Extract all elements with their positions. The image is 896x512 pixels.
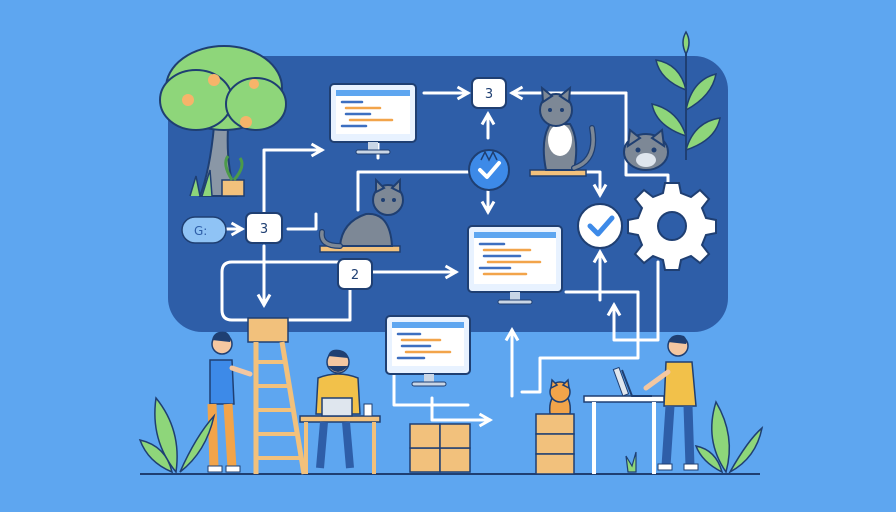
arrow-bottom-loop [392, 370, 470, 407]
monitor-top [329, 83, 417, 155]
arrow-right-monitor-loop [520, 290, 640, 394]
ladder [253, 341, 307, 475]
box-stack-right [535, 413, 575, 475]
person-on-ladder [207, 331, 253, 473]
node-top-label: 3 [485, 87, 493, 102]
desk-right [583, 366, 665, 474]
pill-label: G: [194, 224, 207, 238]
cat-top-sitting [529, 85, 597, 177]
tree [159, 45, 287, 197]
plant-top-right [651, 30, 721, 160]
arrow-cat-loop [356, 170, 480, 212]
cat-orange [548, 378, 572, 415]
node-left[interactable]: 3 [245, 212, 283, 244]
gear-icon [627, 182, 717, 271]
arrow-node-right [286, 212, 318, 231]
arrow-gear-loop [606, 260, 660, 342]
arrow-box-loop [430, 396, 494, 428]
arrow-left-into-monitor [262, 142, 326, 217]
node-left-label: 3 [260, 222, 268, 237]
arrow-loop-left [220, 260, 354, 322]
monitor-bottom [385, 315, 471, 387]
person-at-laptop [315, 349, 361, 469]
plant-bottom-right [694, 400, 764, 474]
plant-bottom-left [138, 396, 216, 474]
cat-head-right [623, 128, 669, 171]
flow-arrows [216, 85, 670, 428]
box-stack-center [409, 423, 471, 473]
potted-plant [189, 155, 245, 197]
input-pill[interactable]: G: [181, 216, 227, 244]
check-badge-right-icon [577, 203, 623, 249]
person-standing-right [643, 334, 699, 471]
node-top[interactable]: 3 [471, 77, 507, 109]
arrow-top-down [624, 91, 670, 190]
sprout-small [625, 451, 637, 473]
monitor-middle [467, 225, 563, 305]
cat-lying [318, 177, 404, 253]
node-middle[interactable]: 2 [337, 258, 373, 290]
node-middle-label: 2 [351, 268, 359, 283]
check-badge-top-icon [468, 149, 510, 191]
box-on-ladder [247, 317, 289, 343]
